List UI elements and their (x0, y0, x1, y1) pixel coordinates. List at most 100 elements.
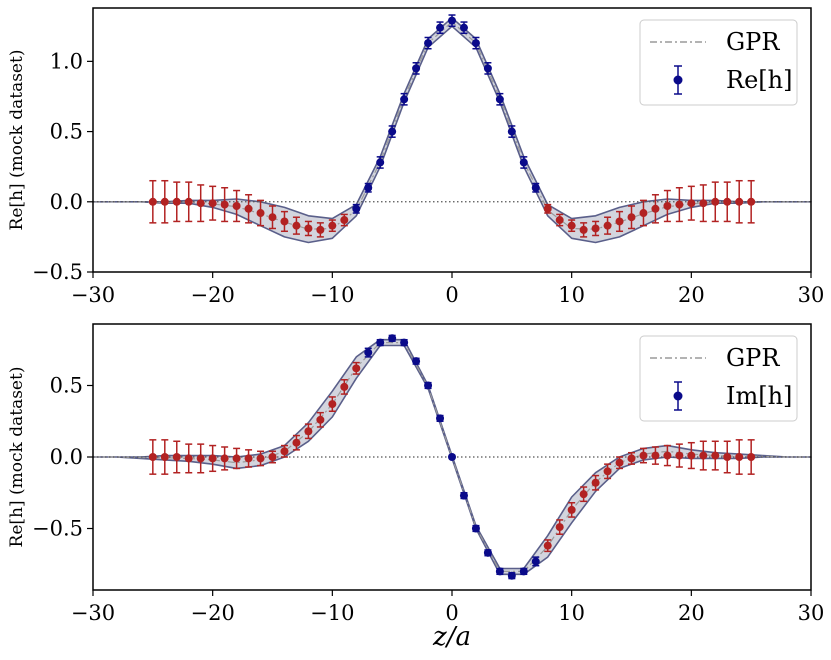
data-point (316, 411, 325, 428)
legend-series-label: Re[h] (726, 66, 792, 94)
data-point (208, 444, 217, 473)
data-point (663, 189, 672, 223)
data-marker (388, 334, 397, 343)
data-marker (172, 453, 181, 461)
data-marker (388, 127, 397, 136)
data-marker (579, 490, 588, 499)
x-tick-label: −20 (191, 601, 235, 625)
data-point (699, 184, 708, 223)
x-tick-label: 30 (798, 283, 825, 307)
data-point (340, 379, 349, 395)
data-marker (723, 453, 732, 461)
data-point (747, 439, 756, 475)
data-point (268, 205, 277, 230)
data-point (424, 381, 433, 390)
data-marker (471, 524, 480, 533)
data-point (567, 502, 576, 518)
data-marker (292, 221, 301, 230)
data-point (292, 216, 301, 235)
data-marker (519, 158, 528, 167)
data-point (244, 194, 253, 224)
y-axis-label: Re[h] (mock dataset) (7, 367, 27, 548)
data-marker (196, 199, 205, 208)
data-marker (244, 204, 253, 213)
data-points (148, 14, 756, 238)
data-point (232, 447, 241, 470)
y-tick-label: 1.0 (50, 49, 83, 73)
data-marker (436, 23, 445, 32)
data-point (448, 14, 456, 28)
x-tick-label: 0 (445, 601, 458, 625)
data-marker (555, 216, 564, 225)
data-point (459, 21, 468, 35)
data-point (723, 181, 732, 223)
data-marker (232, 202, 241, 210)
data-point (328, 219, 337, 233)
data-marker (172, 197, 181, 206)
data-point (172, 440, 181, 474)
data-marker (268, 453, 277, 461)
x-tick-label: −30 (71, 283, 115, 307)
data-point (412, 62, 421, 75)
data-marker (328, 221, 337, 230)
data-marker (400, 338, 409, 347)
data-marker (627, 454, 636, 463)
data-marker (352, 364, 361, 373)
data-marker (639, 209, 648, 218)
data-point (376, 338, 385, 347)
data-point (507, 125, 516, 138)
data-point (495, 567, 504, 576)
data-point (651, 446, 660, 465)
data-marker (220, 200, 229, 209)
legend-gpr-label: GPR (726, 344, 780, 372)
data-marker (639, 451, 648, 460)
data-point (735, 439, 744, 475)
data-marker (507, 127, 516, 136)
data-point (615, 456, 624, 470)
data-point (555, 519, 564, 535)
x-tick-label: 10 (558, 283, 585, 307)
data-point (711, 440, 720, 471)
data-point (268, 450, 277, 464)
data-marker (555, 523, 564, 532)
data-point (220, 446, 229, 471)
data-point (483, 548, 492, 557)
data-point (459, 491, 468, 500)
x-tick-label: −30 (71, 601, 115, 625)
data-marker (268, 213, 277, 222)
data-marker (603, 221, 612, 230)
data-marker (483, 548, 492, 557)
data-marker (448, 16, 456, 25)
data-point (591, 474, 600, 491)
data-marker (424, 39, 433, 48)
data-point (603, 463, 612, 480)
data-marker (519, 567, 528, 576)
data-marker (567, 221, 576, 230)
data-marker (304, 224, 313, 233)
data-point (232, 189, 241, 223)
y-tick-label: 0.0 (50, 190, 83, 214)
data-marker (723, 197, 732, 206)
data-marker (256, 454, 265, 463)
data-point (160, 179, 169, 224)
data-marker (495, 567, 504, 576)
data-marker (711, 197, 720, 206)
data-point (256, 199, 265, 227)
data-point (675, 186, 684, 223)
data-marker (184, 454, 193, 463)
data-point (172, 181, 181, 223)
data-marker (675, 200, 684, 209)
legend-gpr-label: GPR (726, 28, 780, 56)
data-point (388, 334, 397, 343)
data-point (184, 443, 193, 474)
data-marker (735, 197, 744, 206)
data-point (280, 444, 289, 458)
data-point (280, 210, 289, 233)
data-marker (591, 478, 600, 487)
data-marker (316, 415, 325, 424)
data-points (148, 334, 756, 580)
data-marker (352, 204, 361, 213)
data-point (519, 567, 528, 576)
